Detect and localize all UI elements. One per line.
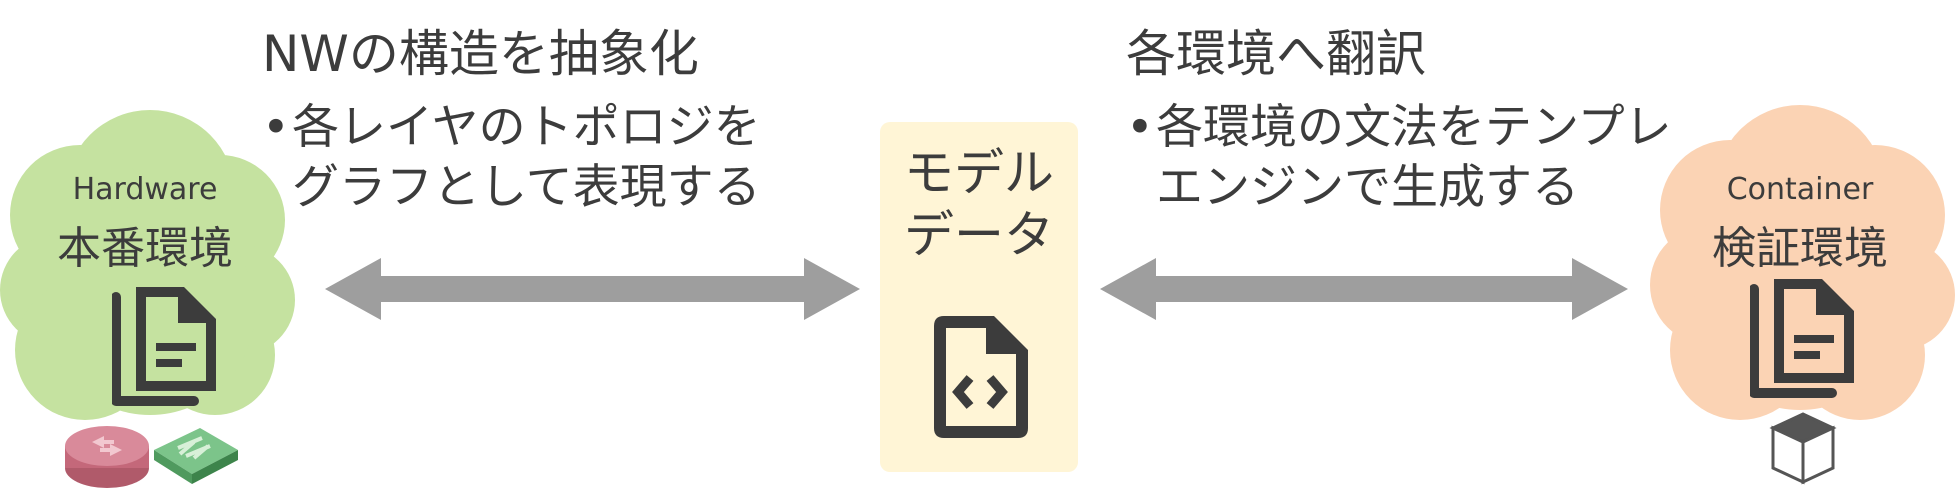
model-title-line-1: モデル xyxy=(904,144,1054,202)
left-heading: NWの構造を抽象化 xyxy=(262,25,699,83)
double-arrow-right xyxy=(1100,258,1628,320)
router-icon xyxy=(65,426,149,488)
container-title: 検証環境 xyxy=(1712,223,1888,274)
bullet-marker: • xyxy=(1126,100,1154,155)
container-subtitle: Container xyxy=(1726,172,1874,207)
code-file-icon xyxy=(934,316,1028,438)
left-bullet-line-2: グラフとして表現する xyxy=(292,160,761,215)
left-bullet-line-1: 各レイヤのトポロジを xyxy=(292,100,761,155)
left-bullet: •各レイヤのトポロジを グラフとして表現する xyxy=(262,98,761,218)
model-title-line-2: データ xyxy=(904,206,1054,264)
right-bullet-line-2: エンジンで生成する xyxy=(1156,160,1579,215)
hardware-title: 本番環境 xyxy=(57,223,233,274)
bullet-marker: • xyxy=(262,100,290,155)
right-bullet-line-1: 各環境の文法をテンプレ xyxy=(1156,100,1672,155)
document-copy-icon xyxy=(1750,279,1854,398)
hardware-subtitle: Hardware xyxy=(72,172,218,207)
right-bullet: •各環境の文法をテンプレ エンジンで生成する xyxy=(1126,98,1672,218)
container-box-icon xyxy=(1769,412,1837,485)
double-arrow-left xyxy=(325,258,860,320)
switch-icon xyxy=(154,428,238,484)
right-heading: 各環境へ翻訳 xyxy=(1126,25,1426,83)
document-copy-icon xyxy=(112,287,216,406)
